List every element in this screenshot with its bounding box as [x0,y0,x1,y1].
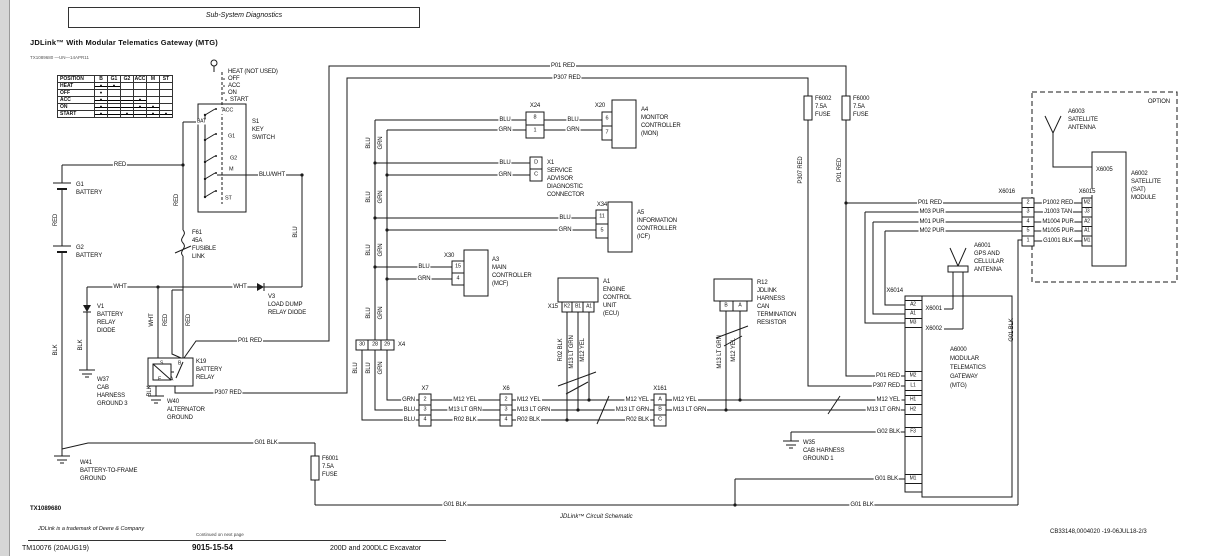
ecu-body [557,277,599,303]
position-table-row: ON●●● [57,103,173,111]
battery-relay-box [147,357,194,387]
figure-reference: TX1089680 —UN—14APR11 [30,55,89,60]
position-contact-cell [133,110,147,118]
position-contact-cell [120,89,134,97]
mtg-body [921,295,1013,498]
position-table-header: G2 [120,75,134,83]
position-contact-cell [159,96,173,104]
position-label: ACC [57,96,95,104]
connector-x161 [653,393,667,427]
diode-symbols [83,283,265,313]
position-table-row: ACC●● [57,96,173,104]
main-controller-body [463,249,489,297]
footer-page-number: 9015-15-54 [192,543,233,552]
position-label: START [57,110,95,118]
schematic-caption: JDLink™ Circuit Schematic [560,514,633,520]
termination-resistor-body [713,278,753,302]
position-contact-cell [133,82,147,90]
position-contact-cell: ● [159,110,173,118]
position-contact-cell [159,82,173,90]
position-table-row: HEAT●● [57,82,173,90]
position-table-row: OFF● [57,89,173,97]
trademark-note: JDLink is a trademark of Deere & Company [38,526,145,532]
overlay-wires [152,66,967,425]
position-contact-cell [159,89,173,97]
position-contact-cell: ● [94,96,108,104]
component-boxes [147,95,1127,498]
position-contact-cell [120,82,134,90]
position-contact-cell [120,96,134,104]
position-table-header: M [146,75,160,83]
position-label: HEAT [57,82,95,90]
position-contact-cell [146,96,160,104]
fuse-f6001 [310,455,320,481]
monitor-controller-body [611,99,637,149]
position-contact-cell: ● [107,82,121,90]
position-contact-cell [133,89,147,97]
fuse-f6002 [803,95,813,121]
page-header-box: Sub-System Diagnostics [68,7,420,28]
position-contact-cell: ● [94,110,108,118]
position-contact-cell [146,89,160,97]
position-table-row: START●●●● [57,110,173,118]
fuse-f6000 [841,95,851,121]
position-contact-cell: ● [94,103,108,111]
position-contact-cell: ● [146,103,160,111]
antenna-base [947,265,969,273]
connector-x6 [499,393,513,427]
information-controller-body [607,201,633,253]
diagram-title: JDLink™ With Modular Telematics Gateway … [30,38,218,47]
position-label: OFF [57,89,95,97]
continued-note: Continued on next page [196,532,244,537]
position-contact-cell [120,103,134,111]
position-table-header: ACC [133,75,147,83]
position-contact-cell [107,96,121,104]
page-header-title: Sub-System Diagnostics [205,12,283,19]
footer-model: 200D and 200DLC Excavator [330,545,422,552]
position-contact-cell: ● [120,110,134,118]
battery-relay-diode-icon [83,305,91,312]
footer-rule [28,540,446,541]
position-contact-cell [107,110,121,118]
position-contact-cell: ● [133,103,147,111]
document-code: CB33148,0004020 -19-06JUL18-2/3 [1050,529,1147,535]
connector-x7 [418,393,432,427]
position-table-header: ST [159,75,173,83]
connector-x4 [355,339,395,351]
position-contact-cell [107,103,121,111]
position-table-header: B [94,75,108,83]
switch-actuator-dashed [171,72,223,373]
load-dump-diode-icon [257,283,264,291]
connector-x6015 [1081,197,1093,247]
position-contact-cell: ● [146,110,160,118]
connector-x6016 [1021,197,1035,247]
position-contact-cell [159,103,173,111]
footer-manual-number: TM10076 (20AUG19) [22,545,89,552]
position-contact-cell: ● [94,89,108,97]
position-label: ON [57,103,95,111]
connector-x6014 [904,295,923,493]
position-contact-cell: ● [133,96,147,104]
figure-id: TX1089680 [30,506,62,512]
position-contact-cell: ● [94,82,108,90]
position-contact-cell [107,89,121,97]
page-edge [0,0,10,556]
position-table-header: POSITION [57,75,95,83]
position-table-header: G1 [107,75,121,83]
key-symbol-icon [210,59,218,67]
connector-dividers [367,124,1092,484]
option-box [1031,91,1178,283]
position-contact-cell [146,82,160,90]
sat-module-body [1091,151,1127,267]
connector-x15 [561,301,595,313]
twisted-pair-marks [557,325,841,425]
